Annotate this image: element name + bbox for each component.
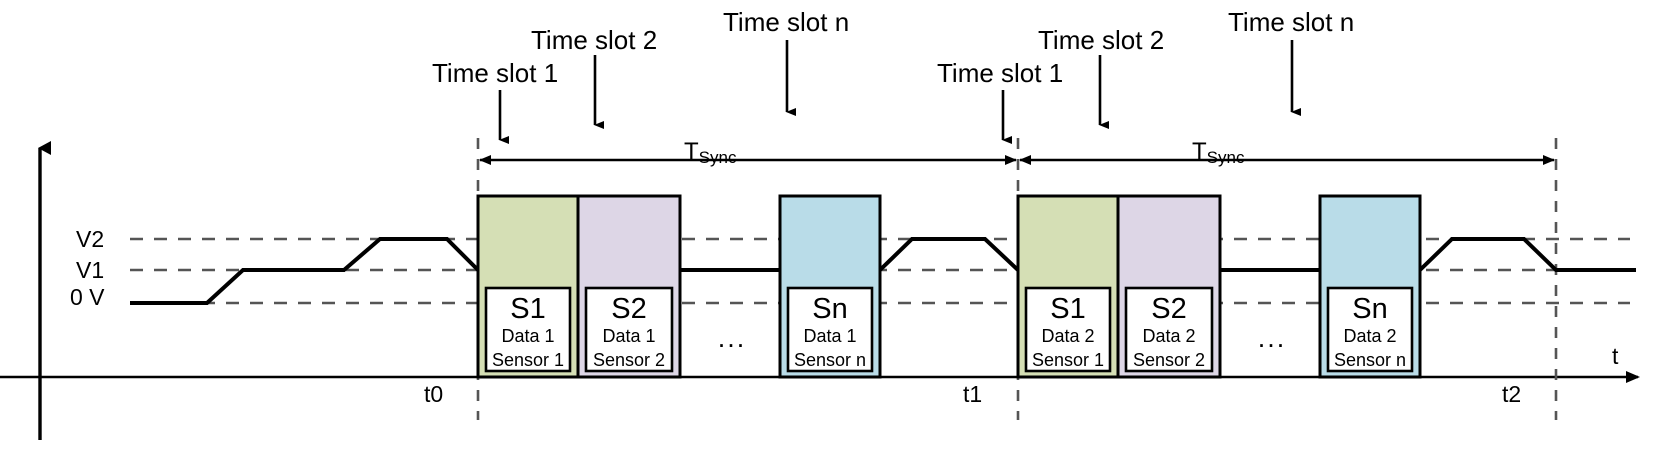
waveform-segment-sync-pulse-2 (1418, 237, 1636, 272)
waveform-segment-preamble-1 (130, 237, 480, 305)
slot-line1-p2-s1: Data 2 (1041, 326, 1095, 346)
slot-line1-p1-sn: Data 1 (803, 326, 857, 346)
slot-line2-p2-s2: Sensor 2 (1132, 350, 1206, 370)
slot-line2-p2-sn: Sensor n (1333, 350, 1407, 370)
caption-box-p2-s2 (1124, 286, 1214, 373)
slot-name-p1-sn: Sn (812, 293, 848, 325)
caption-box-p1-sn (786, 286, 874, 373)
slot-name-p2-s1: S1 (1050, 293, 1086, 325)
tsync-label-period-2: TSync (1192, 138, 1245, 167)
slot-callout-label-nb: Time slot n (1228, 7, 1355, 37)
slot-callout-label-na: Time slot n (723, 7, 850, 37)
slot-callout-label-2b: Time slot 2 (1038, 25, 1165, 55)
tsync-sub-1: Sync (698, 148, 737, 167)
slot-caption-boxes (484, 286, 1414, 373)
tsync-base-2: T (1192, 138, 1207, 165)
slot-line1-p1-s1: Data 1 (501, 326, 555, 346)
tsync-base-1: T (684, 138, 699, 165)
waveform-segment-sync-pulse-1 (878, 237, 1020, 272)
slot-callout-label-2a: Time slot 2 (531, 25, 658, 55)
slot-line2-p1-sn: Sensor n (793, 350, 867, 370)
slot-callout-label-1a: Time slot 1 (432, 58, 559, 88)
level-label-v2: V2 (76, 226, 105, 252)
time-axis-label: t (1612, 343, 1619, 369)
tsync-sub-2: Sync (1206, 148, 1245, 167)
ellipsis-period-2: ... (1257, 323, 1287, 353)
time-tick-label-t1: t1 (963, 381, 983, 407)
level-label-0v: 0 V (70, 284, 105, 310)
slot-line1-p2-s2: Data 2 (1142, 326, 1196, 346)
slot-line2-p1-s1: Sensor 1 (491, 350, 565, 370)
time-tick-label-t2: t2 (1502, 381, 1522, 407)
caption-box-p1-s1 (484, 286, 572, 373)
ellipsis-period-1: ... (717, 323, 747, 353)
caption-box-p1-s2 (584, 286, 674, 373)
time-tick-label-t0: t0 (424, 381, 444, 407)
slot-line2-p2-s1: Sensor 1 (1031, 350, 1105, 370)
tsync-label-period-1: TSync (684, 138, 737, 167)
slot-name-p2-sn: Sn (1352, 293, 1388, 325)
slot-name-p1-s2: S2 (611, 293, 647, 325)
slot-callout-label-1b: Time slot 1 (937, 58, 1064, 88)
slot-name-p1-s1: S1 (510, 293, 546, 325)
slot-line1-p1-s2: Data 1 (602, 326, 656, 346)
slot-line1-p2-sn: Data 2 (1343, 326, 1397, 346)
slot-name-p2-s2: S2 (1151, 293, 1187, 325)
level-label-v1: V1 (76, 257, 105, 283)
slot-line2-p1-s2: Sensor 2 (592, 350, 666, 370)
slot-callout-arrows (498, 40, 1301, 144)
caption-box-p2-s1 (1024, 286, 1112, 373)
caption-box-p2-sn (1326, 286, 1414, 373)
